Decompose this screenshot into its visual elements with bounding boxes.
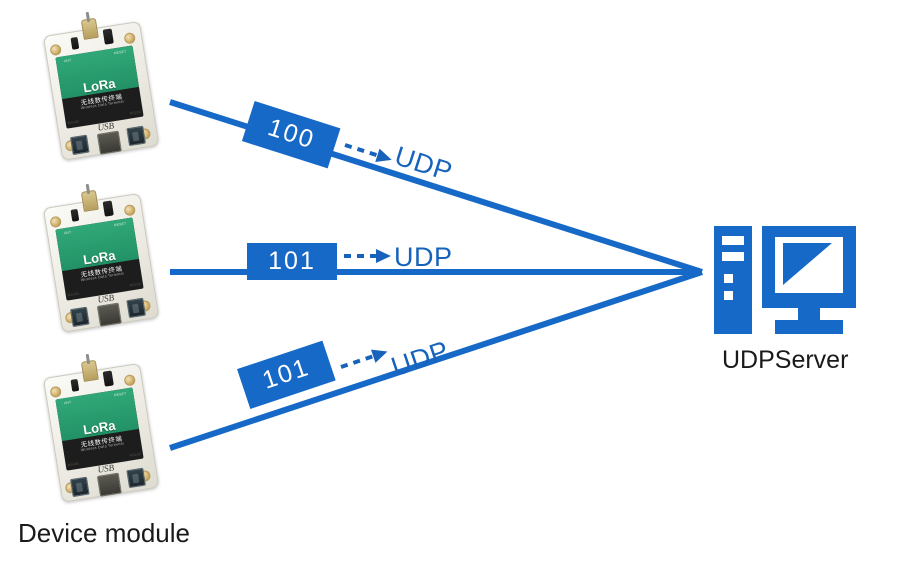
server-monitor-base (775, 320, 843, 334)
server-tower-slot-2 (722, 252, 744, 261)
device-1-connector-right (126, 125, 146, 147)
server-monitor-neck (798, 308, 820, 320)
device-3-antenna-icon (80, 359, 99, 382)
packet-chip-top (241, 101, 341, 169)
dashed-arrow-middle-head (376, 249, 391, 263)
device-2-usb-port (96, 302, 122, 327)
dashed-arrow-middle (344, 249, 391, 263)
dashed-arrow-top (344, 143, 392, 163)
device-3-connector-left (70, 476, 90, 498)
device-1-usb-port (96, 130, 122, 155)
device-2-faceplate: ANT RESET LoRa 无线数传终端 Wireless Data Term… (55, 217, 144, 301)
device-module-1[interactable]: ANT RESET LoRa 无线数传终端 Wireless Data Term… (42, 17, 160, 161)
protocol-label-middle: UDP (394, 242, 453, 272)
device-1-antenna-icon (80, 17, 99, 40)
connection-line-bottom (169, 269, 703, 451)
server-tower-slot-1 (722, 236, 744, 245)
device-1-faceplate: ANT RESET LoRa 无线数传终端 Wireless Data Term… (55, 45, 144, 129)
device-2-connector-right (126, 297, 146, 319)
packet-chip-bottom (237, 340, 336, 409)
server-monitor-glyph (783, 243, 832, 285)
server-icon (714, 226, 856, 334)
dashed-arrow-top-head (375, 148, 392, 163)
dashed-arrow-top-shaft (344, 143, 380, 158)
server-tower-led-2 (724, 291, 733, 300)
dashed-arrow-bottom-head (371, 349, 388, 363)
device-2-antenna-icon (80, 189, 99, 212)
device-3-faceplate: ANT RESET LoRa 无线数传终端 Wireless Data Term… (55, 387, 144, 471)
packet-label-middle: 101 (268, 247, 316, 275)
server-label: UDPServer (722, 346, 849, 374)
device-3-usb-port (96, 472, 122, 497)
device-module-3[interactable]: ANT RESET LoRa 无线数传终端 Wireless Data Term… (42, 359, 160, 503)
device-2-connector-left (70, 306, 90, 328)
device-3-connector-right (126, 467, 146, 489)
device-group-caption: Device module (18, 518, 190, 548)
packet-chip-bottom-group (237, 340, 336, 409)
dashed-arrow-bottom (340, 349, 388, 369)
server-tower-led-1 (724, 274, 733, 283)
dashed-arrow-bottom-shaft (340, 353, 376, 369)
device-1-connector-left (70, 134, 90, 156)
packet-chip-top-group (241, 101, 341, 169)
packet-chip-middle (247, 243, 337, 280)
device-module-2[interactable]: ANT RESET LoRa 无线数传终端 Wireless Data Term… (42, 189, 160, 333)
